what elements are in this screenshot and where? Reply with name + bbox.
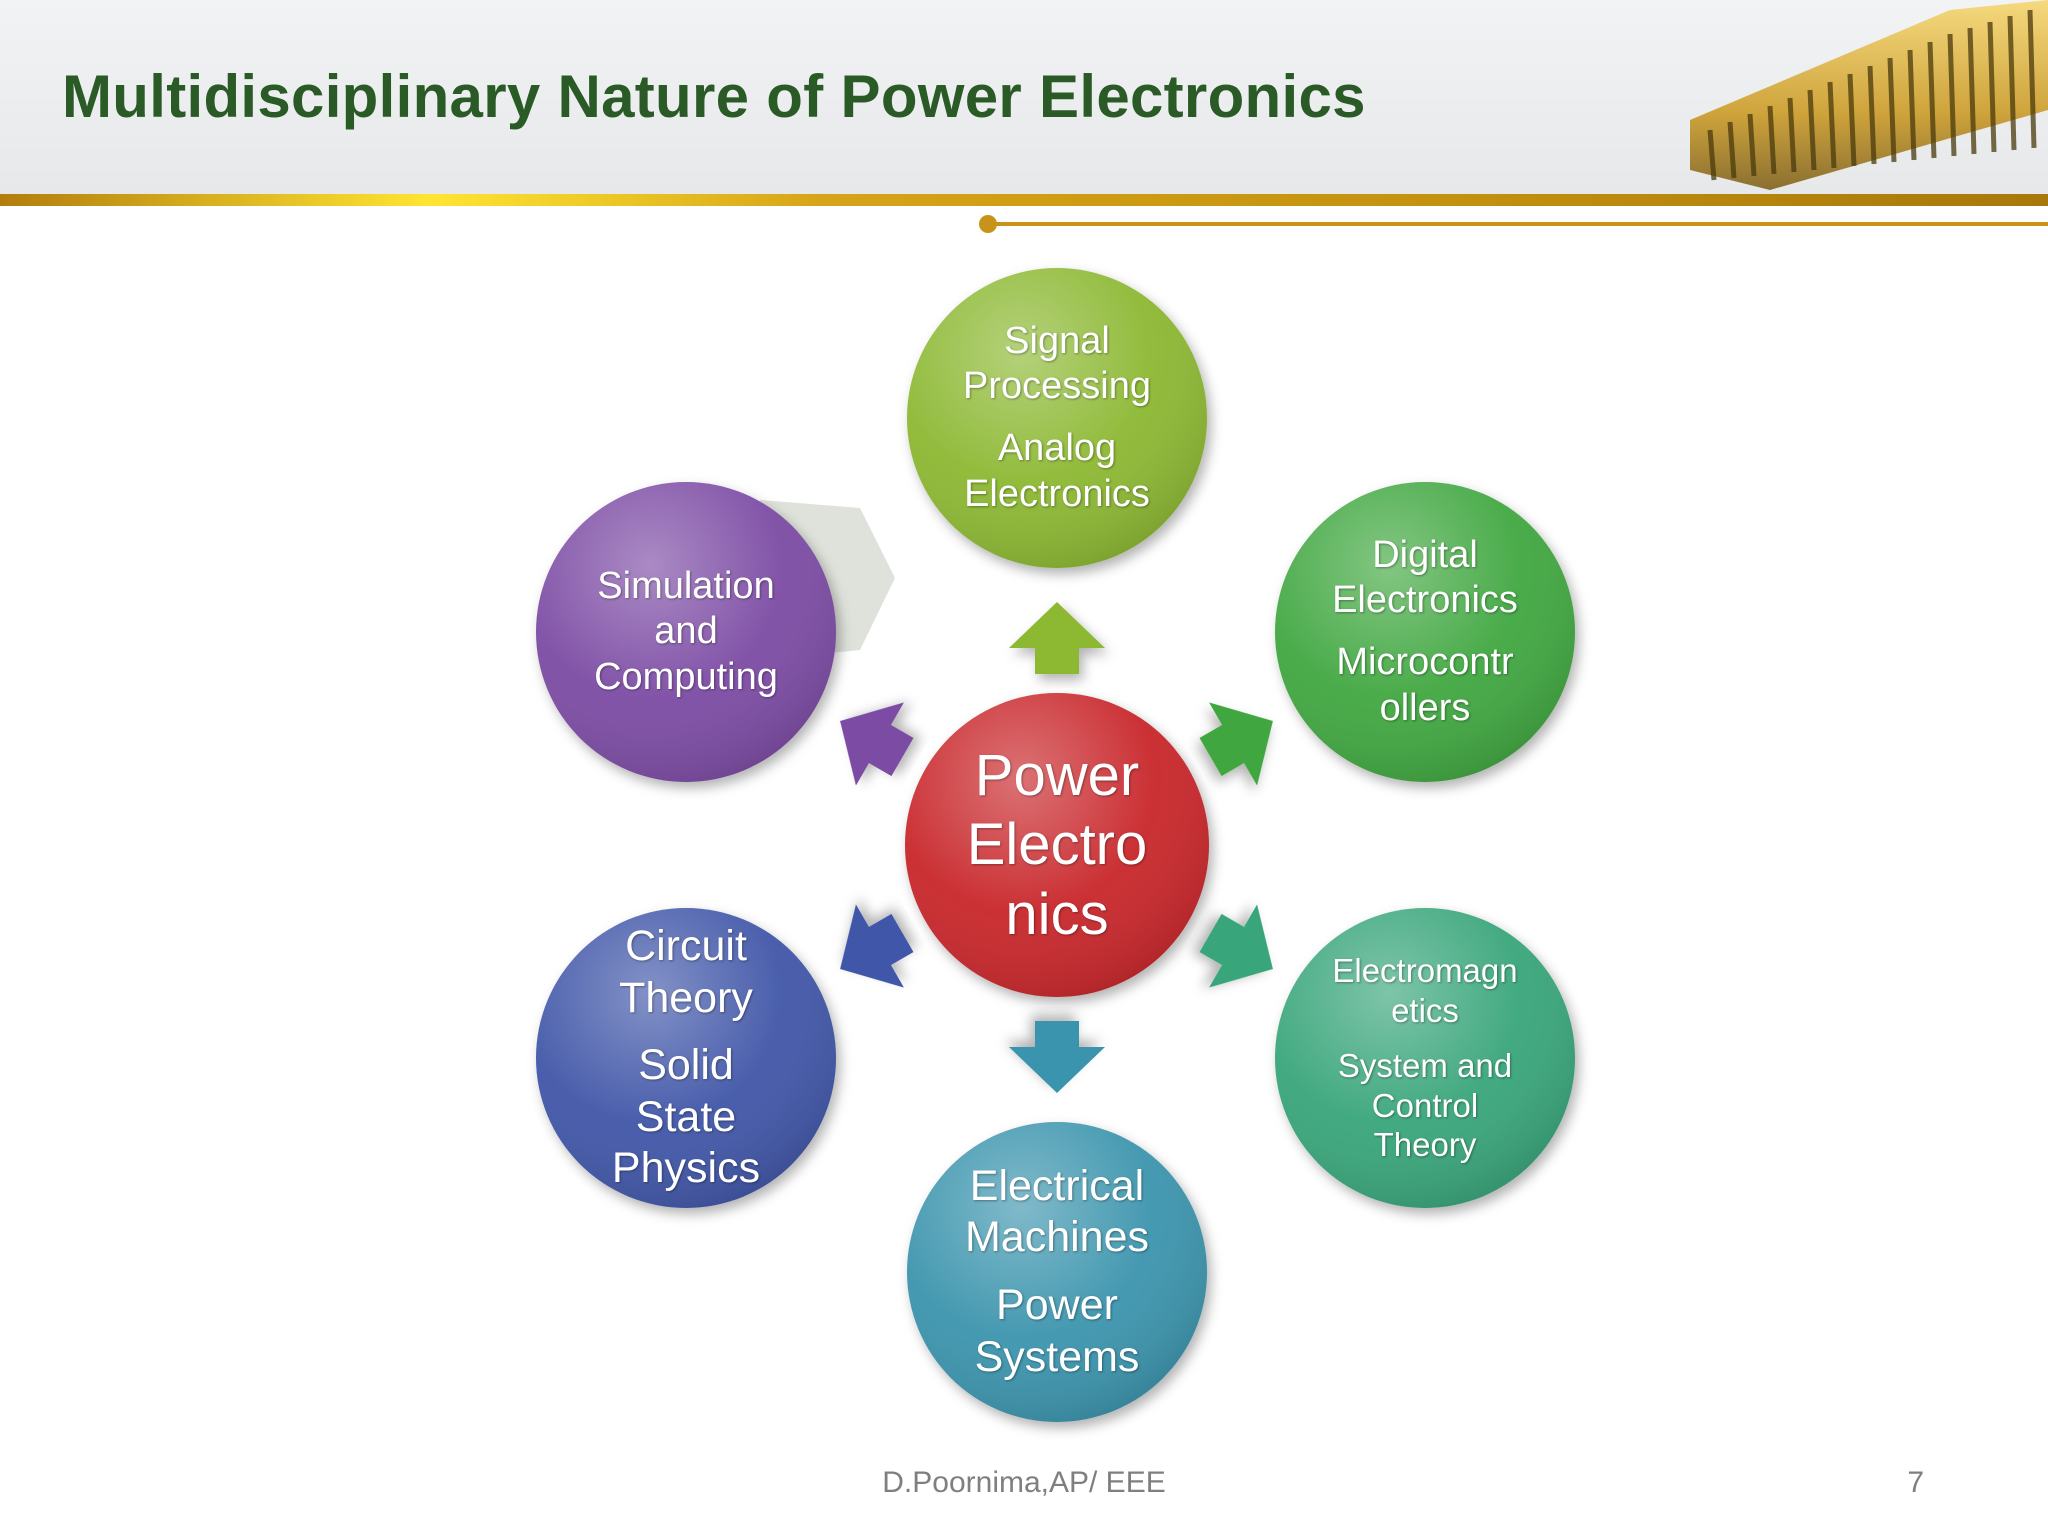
node-upper-right-label: Digital Electronics Microcontr ollers xyxy=(1275,482,1575,782)
node-lower-right-label: Electromagn etics System and Control The… xyxy=(1275,908,1575,1208)
center-line-2: Electro xyxy=(966,812,1148,878)
circle-top-gloss xyxy=(907,268,1207,568)
circle-lower-left-gloss xyxy=(536,908,836,1208)
node-upper-left-line-3: Computing xyxy=(594,655,778,698)
node-bottom-label: Electrical Machines Power Systems xyxy=(907,1122,1207,1422)
node-lower-left-label: Circuit Theory Solid State Physics xyxy=(536,908,836,1208)
circle-bottom-gloss xyxy=(907,1122,1207,1422)
node-upper-left-line-2: and xyxy=(654,610,718,653)
node-top-line-3: Analog xyxy=(997,427,1117,469)
node-upper-left-line-1: Simulation xyxy=(597,564,775,607)
arrow-top xyxy=(1009,602,1105,674)
node-top-line-1: Signal xyxy=(1004,319,1110,362)
arrow-upper-left xyxy=(840,702,914,786)
page-number: 7 xyxy=(1907,1466,1924,1499)
arrow-upper-right xyxy=(1199,702,1273,786)
arrow-lower-right xyxy=(1199,904,1273,988)
center-line-3: nics xyxy=(1005,881,1109,947)
node-lower-left-line-5: Physics xyxy=(611,1144,761,1193)
arrow-bottom xyxy=(1009,1021,1105,1093)
node-bottom-line-3: Power xyxy=(996,1281,1118,1329)
circle-center-gloss xyxy=(905,693,1209,997)
node-upper-right-line-1: Digital xyxy=(1372,533,1478,576)
slide-title: Multidisciplinary Nature of Power Electr… xyxy=(62,63,1366,130)
node-lower-left-line-1: Circuit xyxy=(625,922,747,971)
accent-dot xyxy=(979,215,997,233)
footer-author: D.Poornima,AP/ EEE xyxy=(882,1466,1166,1499)
node-top-line-2: Processing xyxy=(963,365,1151,408)
center-label: Power Electro nics xyxy=(907,695,1207,995)
node-lower-left-line-3: Solid xyxy=(638,1041,734,1090)
node-lower-right-line-4: Control xyxy=(1371,1086,1479,1124)
node-lower-right-line-5: Theory xyxy=(1373,1126,1477,1164)
node-bottom-line-2: Machines xyxy=(964,1213,1150,1262)
node-upper-right-line-4: ollers xyxy=(1379,686,1471,729)
arrow-lower-left xyxy=(840,904,914,988)
node-top-line-4: Electronics xyxy=(964,472,1150,515)
node-lower-right-line-3: System and xyxy=(1337,1047,1513,1085)
center-line-1: Power xyxy=(974,742,1140,808)
node-lower-right-line-2: etics xyxy=(1391,991,1459,1029)
accent-line xyxy=(988,222,2048,226)
node-lower-right-line-1: Electromagn xyxy=(1332,952,1518,990)
node-upper-right-line-3: Microcontr xyxy=(1336,641,1514,683)
node-lower-left-line-2: Theory xyxy=(619,973,753,1022)
gold-divider-band xyxy=(0,194,2048,206)
circle-upper-right-gloss xyxy=(1275,482,1575,782)
node-lower-left-line-4: State xyxy=(635,1092,737,1141)
node-upper-right-line-2: Electronics xyxy=(1332,579,1518,622)
processor-pins-decoration xyxy=(1690,0,2048,190)
node-bottom-line-4: Systems xyxy=(974,1332,1140,1381)
node-upper-left-label: Simulation and Computing xyxy=(536,482,836,782)
circle-lower-right-gloss xyxy=(1275,908,1575,1208)
circle-upper-left-gloss xyxy=(536,482,836,782)
node-bottom-line-1: Electrical xyxy=(969,1161,1145,1210)
node-top-label: Signal Processing Analog Electronics xyxy=(907,268,1207,568)
